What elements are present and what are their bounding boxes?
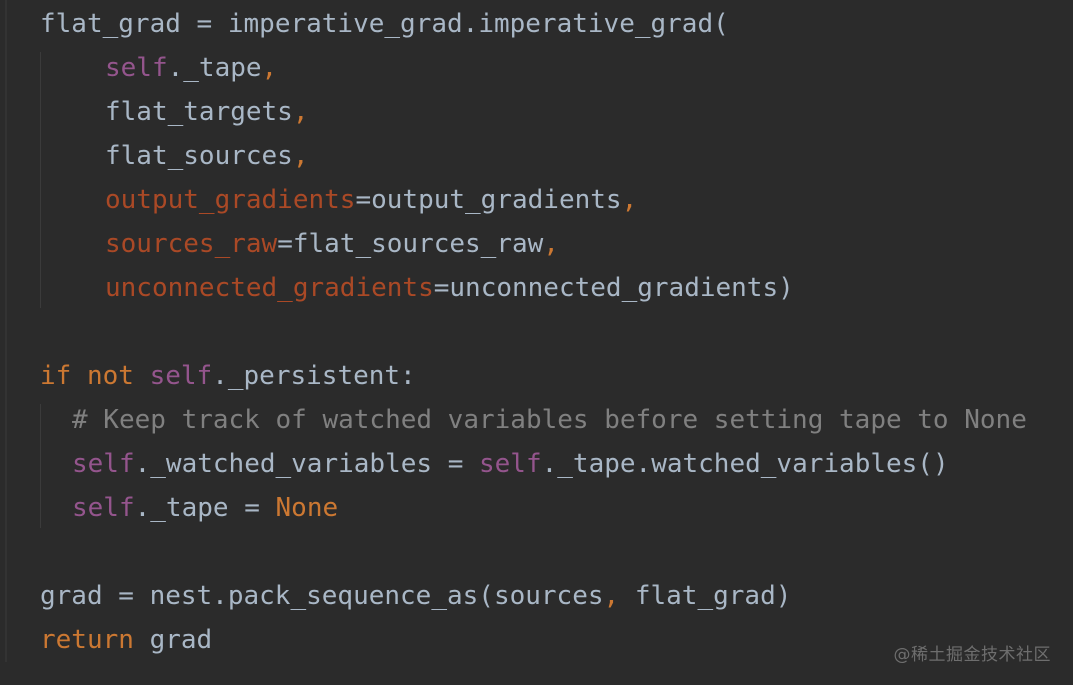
code-line-4: flat_sources, — [105, 141, 309, 171]
code-line-7: unconnected_gradients=unconnected_gradie… — [105, 273, 794, 303]
editor-gutter-line — [5, 0, 7, 662]
code-line-14: grad = nest.pack_sequence_as(sources, fl… — [40, 581, 792, 611]
indent-guide — [40, 52, 41, 308]
code-line-13-blank — [40, 530, 1027, 574]
code-line-8-blank — [40, 310, 1027, 354]
code-line-3: flat_targets, — [105, 97, 309, 127]
code-line-11: self._watched_variables = self._tape.wat… — [72, 449, 949, 479]
code-line-12: self._tape = None — [72, 493, 339, 523]
code-line-6: sources_raw=flat_sources_raw, — [105, 229, 559, 259]
watermark: @稀土掘金技术社区 — [893, 645, 1051, 665]
code-line-5: output_gradients=output_gradients, — [105, 185, 638, 215]
code-line-2: self._tape, — [105, 53, 278, 83]
code-line-1: flat_grad = imperative_grad.imperative_g… — [40, 9, 729, 39]
indent-guide — [40, 404, 41, 528]
code-line-10: # Keep track of watched variables before… — [72, 405, 1027, 435]
code-block[interactable]: flat_grad = imperative_grad.imperative_g… — [40, 2, 1027, 662]
code-line-15: return grad — [40, 625, 213, 655]
code-line-9: if not self._persistent: — [40, 361, 416, 391]
